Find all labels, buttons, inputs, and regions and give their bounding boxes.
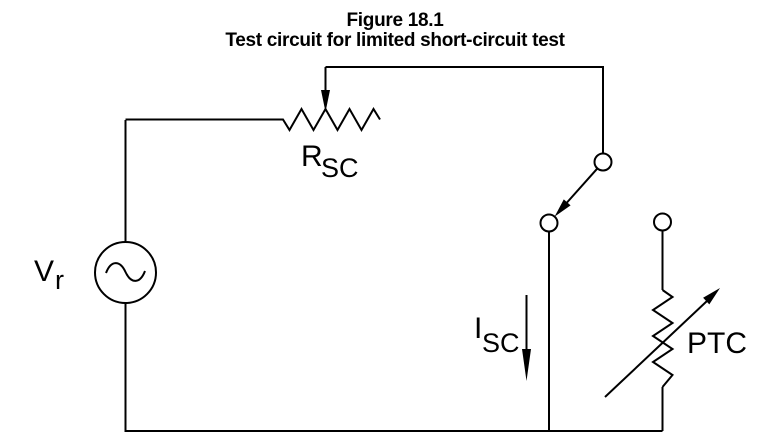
resistor-subscript: SC <box>321 153 359 183</box>
voltage-source-label: V <box>34 255 54 288</box>
ptc-variability-arrow-icon <box>703 288 720 305</box>
switch-blade <box>566 167 599 204</box>
current-label: I <box>474 312 482 345</box>
voltage-source-subscript: r <box>55 265 64 295</box>
ptc-label: PTC <box>687 327 747 360</box>
ptc-zigzag-icon <box>651 289 675 388</box>
rheostat-rsc: R SC <box>125 67 381 183</box>
voltage-source: V r <box>34 241 157 304</box>
switch <box>539 152 613 233</box>
sine-wave-icon <box>105 262 146 282</box>
figure-number: Figure 18.1 <box>346 10 444 31</box>
current-subscript: SC <box>482 328 520 358</box>
resistor-zigzag-icon <box>125 106 381 133</box>
figure-caption: Test circuit for limited short-circuit t… <box>225 30 565 51</box>
switch-terminal-top <box>593 152 613 172</box>
ptc-thermistor: PTC <box>604 212 747 431</box>
switch-blade-arrow-icon <box>554 199 571 217</box>
ptc-variability-arrow-shaft <box>604 300 708 398</box>
wiper-arrow-icon <box>321 90 330 112</box>
current-indicator-isc: I SC <box>474 295 531 381</box>
wires <box>124 66 663 432</box>
wire-top <box>325 66 604 154</box>
switch-terminal-bottom <box>539 213 559 233</box>
ptc-terminal <box>653 212 672 232</box>
resistor-label: R <box>301 140 323 173</box>
current-arrow-down-icon <box>522 349 531 381</box>
source-circle-icon <box>94 241 157 304</box>
